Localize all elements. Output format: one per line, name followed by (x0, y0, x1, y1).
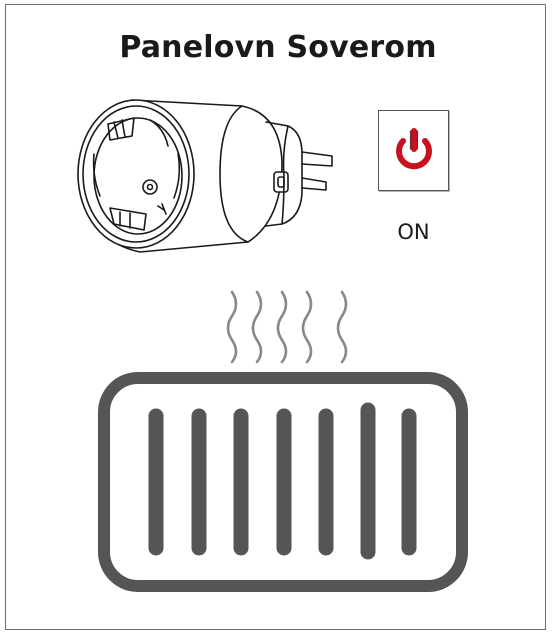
smart-plug-illustration (77, 99, 333, 253)
panel-heater-icon (98, 372, 468, 592)
heat-waves-icon (226, 290, 348, 364)
power-state-label: ON (397, 220, 430, 244)
device-title: Panelovn Soverom (119, 30, 437, 65)
power-toggle-button[interactable] (378, 110, 449, 191)
power-icon (396, 128, 432, 170)
